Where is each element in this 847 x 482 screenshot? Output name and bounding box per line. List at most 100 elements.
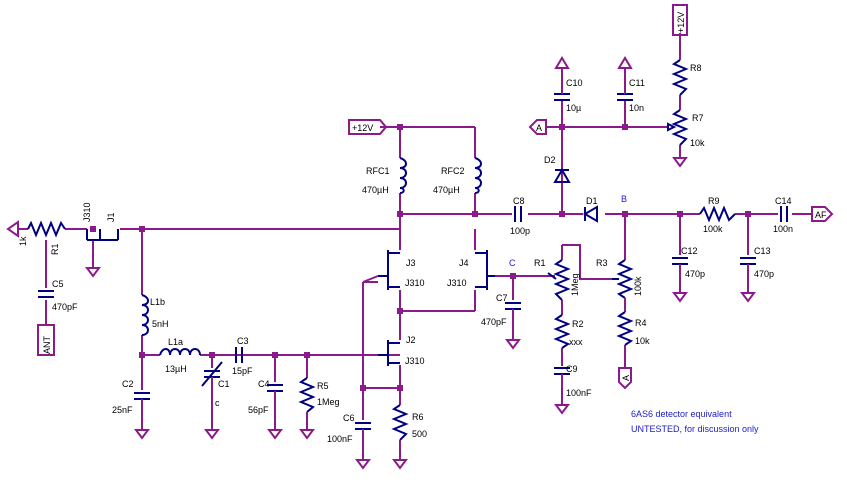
r8-label: R8 [690,63,702,73]
r1-pot [553,259,571,301]
c10-capacitor [554,93,570,101]
c3-label: C3 [237,336,249,346]
af-label: AF [815,210,827,220]
c4-label: C4 [258,379,270,389]
c2-capacitor [134,392,150,400]
c1-value: c [215,398,220,408]
j2-label: J2 [406,335,416,345]
d1-diode [583,205,598,223]
r7-label: R7 [692,113,704,123]
r3-value: 100k [633,276,643,296]
c13-label: C13 [754,246,771,256]
c1-label: C1 [218,379,230,389]
r7-value: 10k [690,138,705,148]
r7-pot [671,109,689,146]
note-line-2: UNTESTED, for discussion only [631,424,759,434]
r3-label: R3 [596,258,608,268]
c5-capacitor [38,290,54,298]
j3-value: J310 [405,278,425,288]
r6-value: 500 [412,429,427,439]
r1b-label: R1 [534,258,546,268]
c5-value: 470pF [52,302,78,312]
node-a-label: A [536,123,542,133]
c8-label: C8 [513,196,525,206]
r9-resistor [699,205,736,223]
j2-value: J310 [405,356,425,366]
c5-label: C5 [52,279,64,289]
c2-label: C2 [122,379,134,389]
antenna-input-port [6,220,19,238]
ant-port [37,324,55,356]
rfc1-choke [399,157,407,194]
plus12v-top-label: +12V [352,123,373,133]
r2-value: xxx [569,337,583,347]
rfc2-value: 470µH [433,185,460,195]
junction-dots [90,124,751,391]
c3-value: 15pF [232,366,253,376]
r1-resistor [27,220,66,238]
c12-capacitor [672,257,688,265]
l1b-inductor [141,294,149,336]
c6-label: C6 [343,413,355,423]
c10-value: 10µ [566,103,581,113]
c11-value: 10n [629,103,644,113]
j2-fet [378,340,400,366]
c3-capacitor [235,347,243,363]
c12-label: C12 [681,246,698,256]
ant-label: ANT [42,335,52,354]
node-a-port [528,119,547,135]
c8-capacitor [514,206,522,222]
c7-value: 470pF [481,317,507,327]
r1b-value: 1Meg [570,273,580,296]
r8-resistor [671,59,689,96]
r4-bottom-port [618,367,632,390]
r9-label: R9 [708,196,720,206]
plus12v-right-label: +12V [676,12,686,33]
rfc1-value: 470µH [362,185,389,195]
r4-port-label: A [621,375,631,381]
j3-fet [378,250,400,290]
c14-value: 100n [773,224,793,234]
r9-value: 100k [703,224,723,234]
c12-value: 470p [685,269,705,279]
r3-pot [616,259,634,299]
l1a-label: L1a [168,337,183,347]
l1a-inductor [159,348,201,356]
r1-value: 1k [18,236,28,246]
rfc2-choke [474,157,482,194]
plus12v-top-port [348,119,388,135]
j1-value: J310 [82,202,92,222]
c7-capacitor [505,302,521,310]
j4-fet [475,250,495,290]
d2-label: D2 [544,155,556,165]
node-c-label: C [509,258,516,268]
c6-value: 100nF [327,434,353,444]
c7-label: C7 [496,293,508,303]
r5-resistor [298,377,316,413]
j4-value: J310 [447,278,467,288]
c14-label: C14 [775,196,792,206]
r4-value: 10k [635,336,650,346]
c4-value: 56pF [248,405,269,415]
c8-value: 100p [510,226,530,236]
c6-capacitor [355,422,371,430]
c14-capacitor [780,206,788,222]
c13-value: 470p [754,269,774,279]
r4-resistor [616,311,634,346]
c13-capacitor [740,257,756,265]
af-output-port [811,206,834,222]
rfc2-label: RFC2 [441,166,465,176]
l1b-label: L1b [150,297,165,307]
ground-symbols [85,56,756,470]
note-line-1: 6AS6 detector equivalent [631,409,732,419]
r2-label: R2 [572,319,584,329]
d2-diode [553,168,571,183]
r2-resistor [553,314,571,349]
r1-label: R1 [50,243,60,255]
j3-label: J3 [406,258,416,268]
j1-label: J1 [106,212,116,222]
c9-value: 100nF [566,388,592,398]
j1-fet [86,229,119,241]
plus12v-right-port [672,4,688,36]
